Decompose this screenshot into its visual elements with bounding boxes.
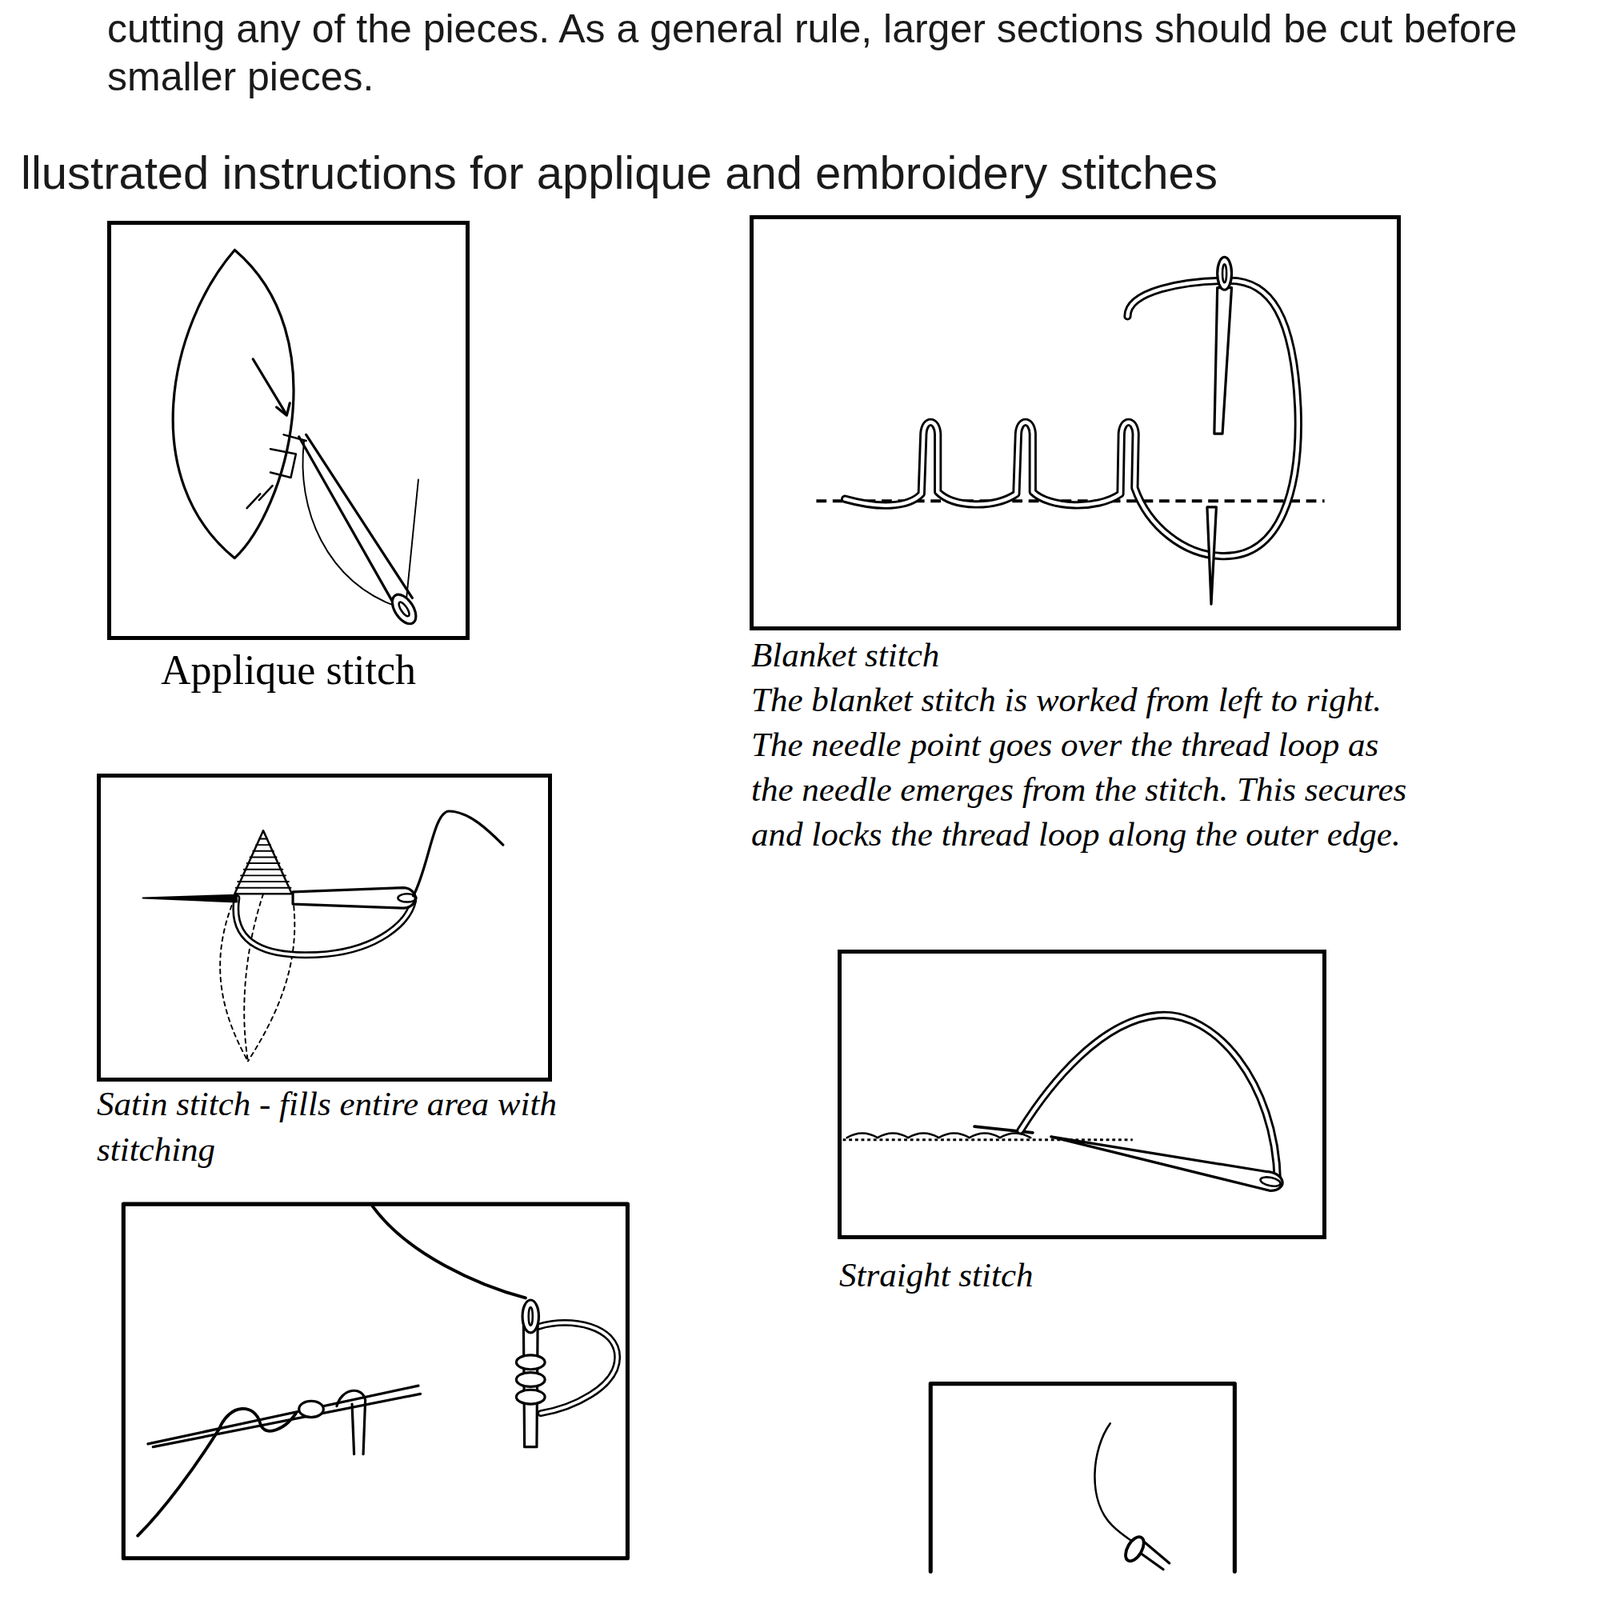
thread xyxy=(406,479,419,602)
stitch-mark xyxy=(284,434,307,441)
caption-block: Applique stitch xyxy=(107,644,470,696)
thread-outline xyxy=(844,280,1299,556)
needle xyxy=(148,1385,421,1448)
thread-fill xyxy=(844,280,1299,556)
stitch-caption: Satin stitch - fills entire area with st… xyxy=(96,1080,593,1172)
thread-wrap xyxy=(299,1400,324,1417)
needle xyxy=(1214,288,1232,434)
caption-block: Blanket stitchThe blanket stitch is work… xyxy=(751,632,1424,856)
needle-eye xyxy=(396,600,412,618)
thread xyxy=(372,1206,526,1299)
stitch-cone xyxy=(234,830,292,894)
needle-eye xyxy=(522,1300,539,1333)
page-title: llustrated instructions for applique and… xyxy=(20,145,1218,200)
blanket-illustration xyxy=(816,256,1324,604)
direction-arrow xyxy=(252,359,286,414)
thread-wrap xyxy=(516,1372,545,1388)
stitch-mark xyxy=(247,493,261,508)
satin-stitches xyxy=(236,838,292,888)
thread-outline xyxy=(538,1322,617,1413)
thread xyxy=(137,1428,220,1536)
thread-wrap xyxy=(219,1408,296,1432)
completed-stitches xyxy=(847,1132,1032,1138)
figure-frame xyxy=(123,1204,628,1559)
figure-box: Applique stitch xyxy=(107,220,470,640)
needle-eye xyxy=(1121,1533,1148,1564)
illustration-group xyxy=(123,249,1324,1572)
thread-fill xyxy=(538,1322,617,1413)
caption-block: Satin stitch - fills entire area with st… xyxy=(96,1080,593,1172)
stitch-description: The blanket stitch is worked from left t… xyxy=(751,677,1424,857)
stitch-mark xyxy=(259,485,273,500)
stitch-leg xyxy=(336,1390,366,1454)
stitch-mark xyxy=(270,448,296,478)
needle-eye xyxy=(387,590,420,628)
body-paragraph: cutting any of the pieces. As a general … xyxy=(107,4,1588,101)
needle-point xyxy=(143,895,237,903)
partial-illustration xyxy=(930,1384,1235,1572)
stitch-caption: Applique stitch xyxy=(107,644,470,696)
needle-eye xyxy=(1222,264,1227,283)
figure-box: Satin stitch - fills entire area with st… xyxy=(96,773,552,1082)
straight-illustration xyxy=(843,1015,1284,1192)
caption-block: Straight stitch xyxy=(839,1252,1320,1298)
needle-eye xyxy=(1217,256,1232,290)
satin-illustration xyxy=(143,811,504,1062)
needle xyxy=(299,434,413,604)
figure-frame xyxy=(930,1384,1235,1572)
needle-eye xyxy=(528,1307,533,1326)
thread xyxy=(302,440,398,608)
thread xyxy=(413,811,504,896)
figure-box: Blanket stitchThe blanket stitch is work… xyxy=(749,215,1401,631)
figure-box: Straight stitch xyxy=(837,949,1327,1240)
leaf-outline xyxy=(172,249,294,558)
stitch-caption: Blanket stitch xyxy=(751,632,1424,678)
knot-illustration xyxy=(123,1204,628,1559)
arrow-head xyxy=(276,403,291,416)
applique-illustration xyxy=(172,249,421,628)
thread xyxy=(1094,1423,1138,1546)
thread-wrap xyxy=(516,1389,545,1404)
shape-outline xyxy=(220,893,295,1061)
needle-eye xyxy=(1259,1175,1281,1188)
guide-line xyxy=(843,1138,1133,1141)
thread-wrap xyxy=(516,1355,545,1370)
stitch-caption: Straight stitch xyxy=(839,1252,1320,1298)
needle xyxy=(1051,1136,1283,1192)
needle-point xyxy=(1207,507,1216,604)
